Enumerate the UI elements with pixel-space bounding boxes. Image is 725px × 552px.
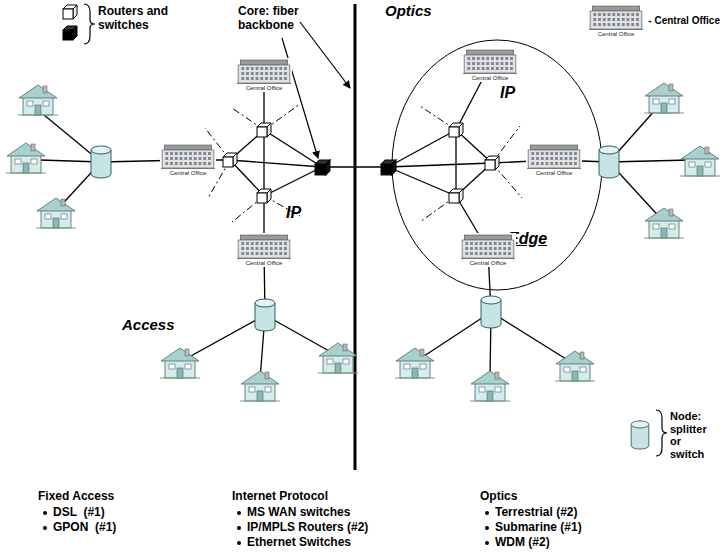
list-heading: Fixed Access xyxy=(38,490,114,504)
region-label: IP xyxy=(286,204,301,222)
central-office: Central Office xyxy=(236,58,292,92)
central-office: Central Office xyxy=(160,143,216,177)
list-item: Ethernet Switches xyxy=(247,536,351,550)
legend-samples xyxy=(63,4,667,456)
list-item: Submarine (#1) xyxy=(495,521,582,535)
central-office: Central Office xyxy=(526,143,582,177)
list-item: GPON (#1) xyxy=(53,521,116,535)
central-office: Central Office xyxy=(462,48,518,82)
list-heading: Optics xyxy=(480,490,517,504)
central-office: Central Office xyxy=(588,4,644,38)
list-item: WDM (#2) xyxy=(495,536,550,550)
office-caption: Central Office xyxy=(460,259,516,267)
office-caption: Central Office xyxy=(462,74,518,82)
core-divider xyxy=(354,4,357,470)
legend-text: Routers and switches xyxy=(98,5,188,33)
office-caption: Central Office xyxy=(526,169,582,177)
office-caption: Central Office xyxy=(236,84,292,92)
list-heading: Internet Protocol xyxy=(232,490,328,504)
region-label: Optics xyxy=(385,2,432,19)
core-label: Core: fiber backbone xyxy=(238,5,320,33)
other-links xyxy=(205,104,522,222)
central-office: Central Office xyxy=(236,233,292,267)
office-caption: Central Office xyxy=(160,169,216,177)
region-label: IP xyxy=(500,84,515,102)
router-symbols xyxy=(223,123,499,203)
network-links xyxy=(38,65,690,380)
core-arrows xyxy=(282,22,350,158)
region-label: Access xyxy=(122,316,175,333)
office-caption: Central Office xyxy=(236,259,292,267)
legend-text: Node: splitter or switch xyxy=(670,410,718,461)
house-symbols xyxy=(6,83,720,401)
splitter-symbols xyxy=(91,146,619,331)
legend-text: - Central Office xyxy=(648,15,720,27)
central-office: Central Office xyxy=(460,233,516,267)
list-item: IP/MPLS Routers (#2) xyxy=(247,521,368,535)
office-caption: Central Office xyxy=(588,30,644,38)
list-item: Terrestrial (#2) xyxy=(495,506,577,520)
list-item: DSL (#1) xyxy=(53,506,105,520)
list-item: MS WAN switches xyxy=(247,506,350,520)
